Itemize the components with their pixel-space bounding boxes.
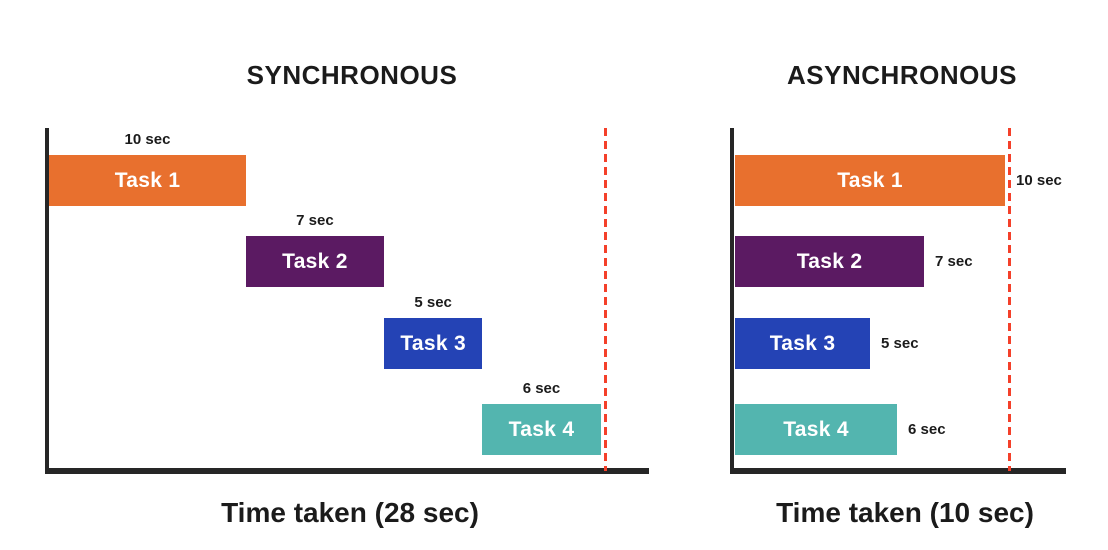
duration-label: 5 sec <box>881 335 919 352</box>
task-bar-label: Task 2 <box>282 249 348 273</box>
deadline-dashed-line <box>1008 128 1011 471</box>
task-bar-label: Task 1 <box>114 168 181 192</box>
x-axis <box>45 468 649 474</box>
task-bar-label: Task 3 <box>769 331 836 355</box>
task-bar-label: Task 4 <box>783 417 849 441</box>
task-bar-label: Task 1 <box>837 168 903 192</box>
y-axis <box>45 128 49 474</box>
duration-label: 10 sec <box>1016 172 1062 189</box>
deadline-dashed-line <box>604 128 607 471</box>
task-bar: Task 1 <box>49 155 246 206</box>
task-bar: Task 1 <box>735 155 1005 206</box>
task-bar-label: Task 4 <box>508 417 575 441</box>
duration-label: 7 sec <box>935 253 973 270</box>
task-bar: Task 4 <box>735 404 897 455</box>
duration-label: 7 sec <box>296 212 334 229</box>
task-bar: Task 3 <box>735 318 870 369</box>
asynchronous-title: ASYNCHRONOUS <box>787 60 1017 90</box>
duration-label: 6 sec <box>522 380 561 397</box>
task-bar: Task 4 <box>482 404 601 455</box>
duration-label: 10 sec <box>124 131 171 148</box>
duration-label: 6 sec <box>908 421 946 438</box>
time-taken-label: Time taken (10 sec) <box>776 497 1034 528</box>
y-axis <box>730 128 734 474</box>
x-axis <box>730 468 1066 474</box>
time-taken-label: Time taken (28 sec) <box>221 497 479 528</box>
synchronous-title: SYNCHRONOUS <box>246 60 458 90</box>
task-bar-label: Task 2 <box>796 249 863 273</box>
duration-label: 5 sec <box>414 294 452 311</box>
task-bar: Task 2 <box>735 236 924 287</box>
task-bar: Task 2 <box>246 236 384 287</box>
task-bar-label: Task 3 <box>400 331 466 355</box>
task-bar: Task 3 <box>383 318 483 369</box>
